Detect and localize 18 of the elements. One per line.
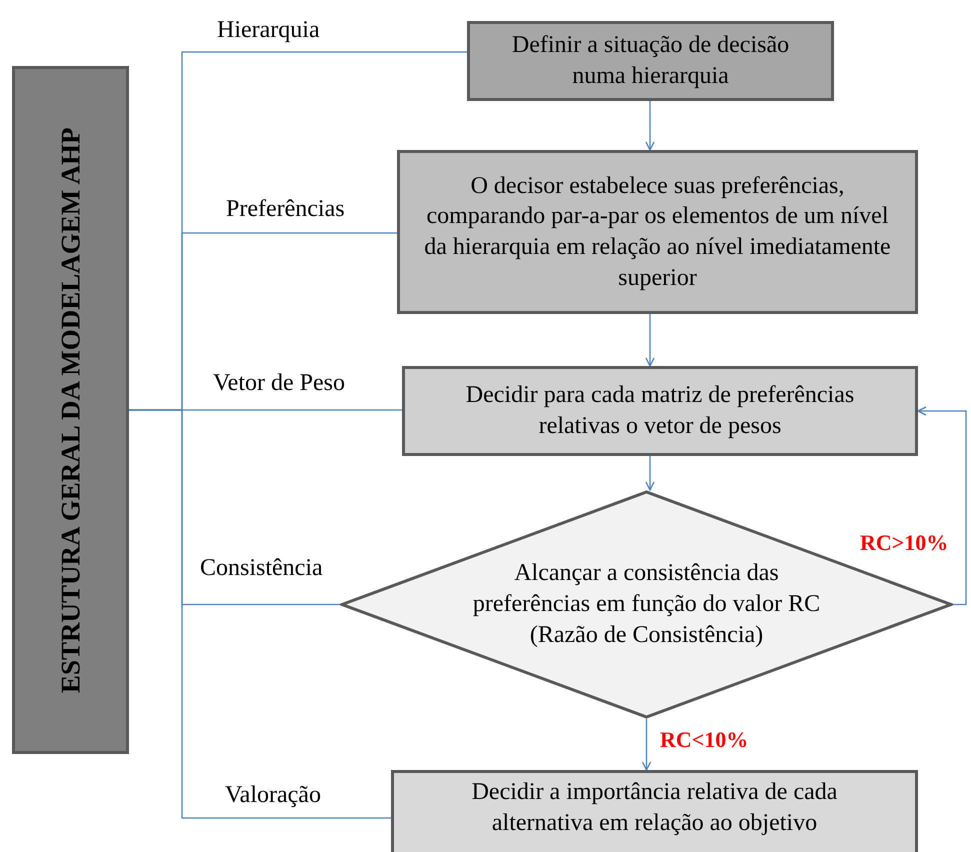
title-bar <box>12 66 129 754</box>
vertical-title: ESTRUTURA GERAL DA MODELAGEM AHP <box>54 127 86 693</box>
arrow <box>645 101 655 151</box>
process-box <box>397 150 918 314</box>
process-box <box>467 21 834 101</box>
arrow <box>917 406 967 606</box>
edge-label: Valoração <box>225 782 321 808</box>
process-box <box>391 770 918 852</box>
step-text: O decisor estabelece suas preferências, comparando par-a-par os elementos de um nível da hierarquia em relação ao nível imediatamente superior <box>423 172 892 293</box>
decision-text: Alcançar a consistência das preferências em função do valor RC (Razão de Consistência) <box>472 559 822 650</box>
connector-line <box>129 409 391 819</box>
arrow <box>645 456 655 491</box>
arrow <box>645 314 655 367</box>
arrow <box>642 719 652 771</box>
process-box <box>402 366 918 456</box>
step-text: Decidir a importância relativa de cada alternativa em relação ao objetivo <box>470 778 838 838</box>
step-text: Decidir para cada matriz de preferências relativas o vetor de pesos <box>464 381 856 441</box>
step-text: Definir a situação de decisão numa hierarquia <box>510 31 790 91</box>
